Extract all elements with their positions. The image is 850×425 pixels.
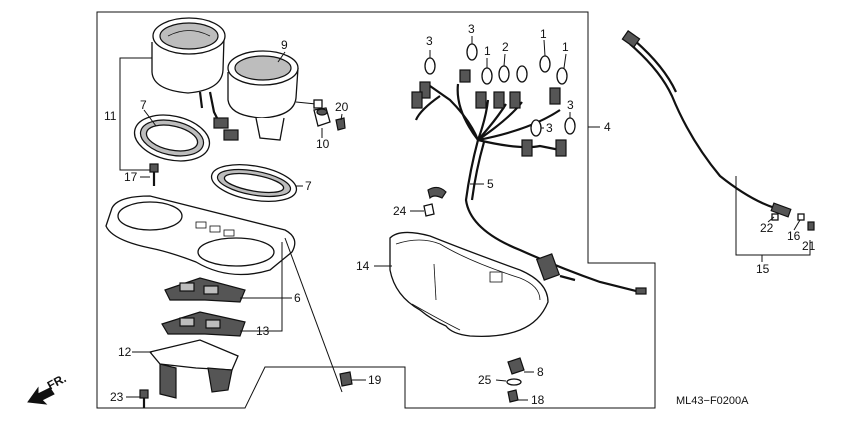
callout-1-c: 1 (562, 40, 569, 54)
wire-harness-4 (411, 69, 647, 295)
nut-10 (313, 107, 331, 127)
callout-2: 2 (502, 40, 509, 54)
callout-22: 22 (760, 221, 774, 235)
callout-3-d: 3 (546, 121, 553, 135)
callout-9: 9 (281, 38, 288, 52)
callout-10: 10 (316, 137, 330, 151)
callout-15: 15 (756, 262, 770, 276)
diagram-code: ML43−F0200A (676, 395, 749, 407)
callout-1-a: 1 (484, 44, 491, 58)
callout-3-c: 3 (567, 98, 574, 112)
connector-plate-6 (164, 277, 246, 303)
callout-17: 17 (124, 170, 138, 184)
front-direction-arrow: FR. (27, 371, 68, 405)
tachometer-gauge (227, 50, 323, 141)
callout-21: 21 (802, 239, 816, 253)
callout-14: 14 (356, 259, 370, 273)
screw-20 (335, 117, 346, 131)
screw-17 (149, 163, 159, 186)
callout-23: 23 (110, 390, 124, 404)
clamp-24 (423, 186, 447, 217)
callout-8: 8 (537, 365, 544, 379)
callout-7-upper: 7 (140, 98, 147, 112)
speedometer-cable-15 (621, 30, 815, 231)
screw-19 (339, 371, 353, 387)
callout-12: 12 (118, 345, 132, 359)
callout-7-lower: 7 (305, 179, 312, 193)
callout-18: 18 (531, 393, 545, 407)
meter-gasket-upper (133, 114, 211, 162)
callout-5: 5 (487, 177, 494, 191)
cover-fasteners (506, 357, 525, 403)
assembly-boundary-frame (96, 11, 656, 409)
indicator-bulbs (424, 43, 576, 137)
connector-plate-13 (161, 311, 246, 337)
callout-6: 6 (294, 291, 301, 305)
screw-23 (139, 389, 149, 408)
speedometer-gauge (151, 17, 239, 141)
callout-24: 24 (393, 204, 407, 218)
callout-4: 4 (604, 120, 611, 134)
callout-3-a: 3 (426, 34, 433, 48)
callout-20: 20 (335, 100, 349, 114)
callout-1-b: 1 (540, 27, 547, 41)
bracket-12 (148, 339, 239, 399)
callout-3-b: 3 (468, 22, 475, 36)
meter-case-panel (105, 195, 296, 276)
callout-labels: 11 7 9 20 10 17 7 6 13 12 23 19 3 3 1 2 … (104, 22, 816, 407)
leader-lines (119, 36, 811, 401)
meter-gasket-lower (210, 164, 298, 202)
callout-13: 13 (256, 324, 270, 338)
callout-25: 25 (478, 373, 492, 387)
callout-19: 19 (368, 373, 382, 387)
callout-11: 11 (104, 109, 117, 123)
callout-16: 16 (787, 229, 801, 243)
meter-cover-14 (389, 231, 549, 338)
